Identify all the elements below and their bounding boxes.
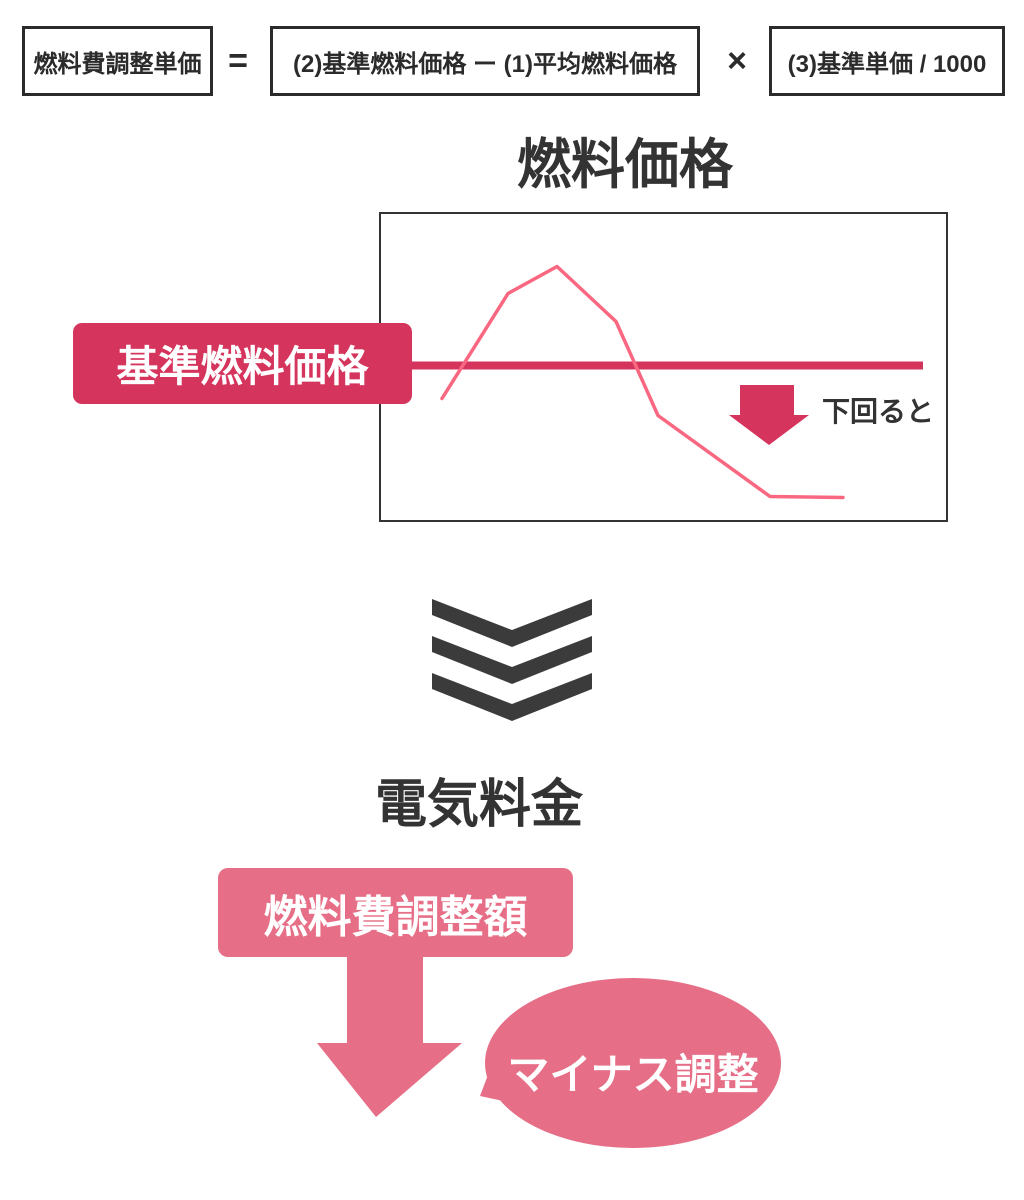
minus-adjustment-label: マイナス調整 <box>507 1051 759 1098</box>
fuel-price-chart <box>379 212 948 522</box>
fuel-price-title: 燃料価格 <box>517 135 733 195</box>
baseline-price-label: 基準燃料価格 <box>116 343 369 390</box>
below-arrow-icon <box>729 385 809 445</box>
formula-difference-label: (2)基準燃料価格 ー (1)平均燃料価格 <box>293 50 677 78</box>
chevron-down-icon <box>432 599 592 721</box>
formula-rate-box: (3)基準単価 / 1000 <box>769 26 1005 96</box>
formula-result-box: 燃料費調整単価 <box>22 26 213 96</box>
down-arrow-icon <box>317 957 462 1117</box>
below-note-text: 下回ると <box>822 396 935 427</box>
adjustment-amount-badge: 燃料費調整額 <box>218 868 573 957</box>
times-sign: × <box>727 41 747 80</box>
adjustment-amount-label: 燃料費調整額 <box>263 892 528 942</box>
fuel-price-chart-canvas <box>381 264 923 500</box>
equals-sign: = <box>228 41 248 80</box>
formula-rate-label: (3)基準単価 / 1000 <box>787 50 987 78</box>
minus-adjustment-bubble <box>480 978 781 1148</box>
formula-difference-box: (2)基準燃料価格 ー (1)平均燃料価格 <box>270 26 700 96</box>
baseline-price-badge: 基準燃料価格 <box>73 323 412 404</box>
electricity-title: 電気料金 <box>374 776 583 834</box>
fuel-price-line <box>440 264 845 500</box>
formula-result-label: 燃料費調整単価 <box>33 50 202 78</box>
